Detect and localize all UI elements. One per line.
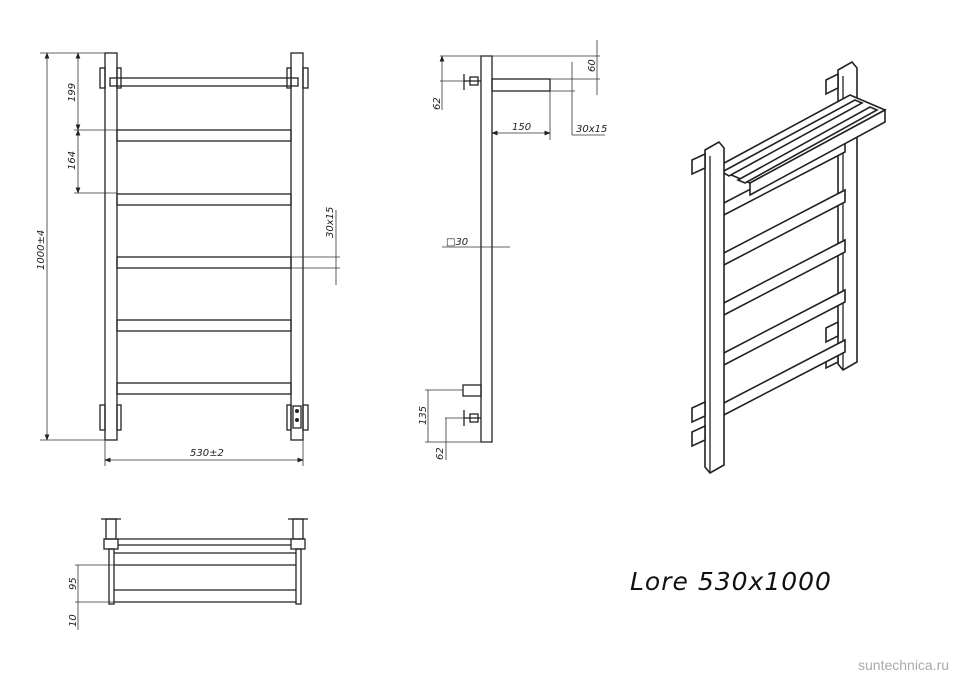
product-title: Lore 530x1000 bbox=[630, 567, 832, 596]
rung-profile-dim: 30x15 bbox=[325, 207, 336, 238]
shelf-arm bbox=[491, 78, 551, 92]
top-view: 95 10 bbox=[68, 518, 308, 630]
top-mount-dim: 62 bbox=[432, 97, 443, 110]
right-upright bbox=[290, 52, 304, 441]
front-view: 1000±4 199 164 30x15 530±2 bbox=[36, 52, 340, 466]
top-offset-dim: 199 bbox=[67, 83, 78, 102]
left-upright bbox=[104, 52, 118, 441]
watermark: suntechnica.ru bbox=[858, 657, 949, 673]
bottom-offset-dim: 10 bbox=[68, 614, 79, 627]
rail-spacing-dim: 95 bbox=[68, 577, 79, 590]
side-upright bbox=[480, 55, 493, 443]
rungs bbox=[116, 129, 292, 395]
width-dim: 530±2 bbox=[190, 448, 224, 459]
shelf-profile-dim: 30x15 bbox=[576, 124, 607, 135]
iso-rungs bbox=[719, 138, 846, 419]
bottom-mount-dim: 62 bbox=[435, 447, 446, 460]
isometric-view bbox=[691, 60, 887, 475]
shelf-depth-dim: 150 bbox=[512, 122, 531, 133]
height-dim: 1000±4 bbox=[36, 230, 47, 270]
bottom-block-dim: 135 bbox=[418, 406, 429, 425]
top-shelf-bar bbox=[109, 77, 299, 87]
shelf-offset-dim: 60 bbox=[587, 59, 598, 72]
side-view: 62 60 30x15 150 □30 135 62 bbox=[418, 40, 607, 460]
heating-element-connector bbox=[292, 405, 302, 429]
rung-spacing-dim: 164 bbox=[67, 151, 78, 170]
upright-profile-dim: □30 bbox=[446, 237, 468, 248]
